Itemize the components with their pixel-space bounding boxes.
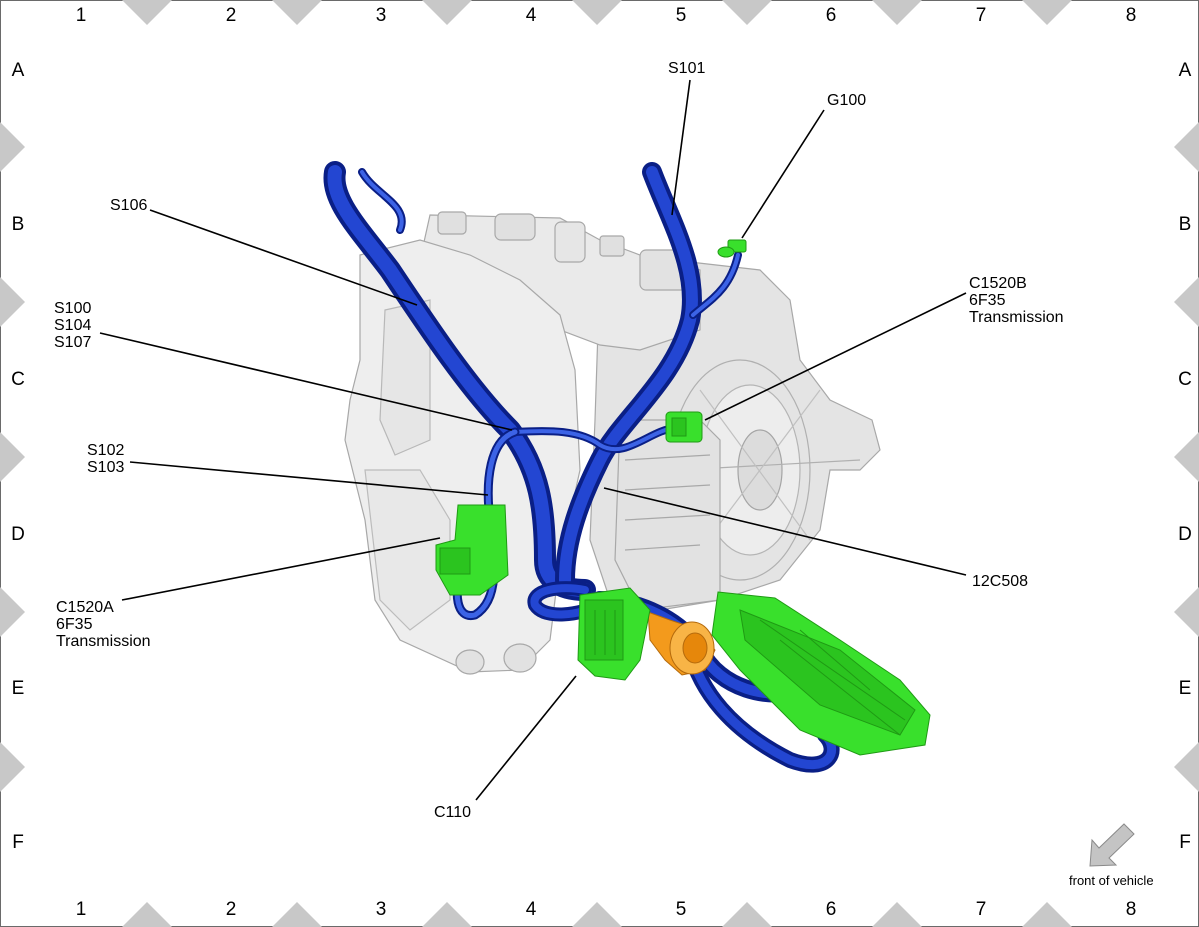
harness-grommet [647,611,716,676]
grid-row-f-right: F [1179,832,1191,853]
callout-s100: S100 [54,300,92,317]
callout-s107: S107 [54,334,92,351]
grid-col-3-bottom: 3 [375,899,387,920]
grid-col-8-bottom: 8 [1125,899,1137,920]
grid-col-7-top: 7 [975,5,987,26]
c110-connector [577,587,651,681]
grid-col-2-bottom: 2 [225,899,237,920]
callout-c1520b-model: 6F35 [969,292,1006,309]
callout-12c508: 12C508 [972,573,1029,590]
grid-col-6-bottom: 6 [825,899,837,920]
grid-col-7-bottom: 7 [975,899,987,920]
c1520a-connector [435,504,509,596]
grid-row-d-left: D [11,524,25,545]
grid-col-3-top: 3 [375,5,387,26]
callout-g100: G100 [827,92,867,109]
callout-c1520a-model: 6F35 [56,616,93,633]
grid-row-e-right: E [1178,678,1192,699]
grid-row-a-left: A [11,60,25,81]
front-of-vehicle-label: front of vehicle [1069,873,1154,888]
callout-c1520a: C1520A 6F35 Transmission [56,599,151,650]
callout-s102-s103: S102 S103 [87,442,124,476]
callout-c110: C110 [434,804,472,821]
grid-col-1-bottom: 1 [75,899,87,920]
grid-col-5-bottom: 5 [675,899,687,920]
callout-s104: S104 [54,317,92,334]
grid-row-c-right: C [1178,369,1192,390]
grid-row-d-right: D [1178,524,1192,545]
grid-markers-top [122,0,1072,25]
callout-s102: S102 [87,442,125,459]
callout-leader-lines [99,79,967,801]
transmission-body [344,211,881,675]
grid-col-1-top: 1 [75,5,87,26]
callout-c1520a-id: C1520A [56,599,114,616]
grid-row-b-left: B [11,214,25,235]
grid-row-f-left: F [12,832,24,853]
callout-c1520b-desc: Transmission [969,309,1064,326]
callout-s106: S106 [110,197,148,214]
grid-row-c-left: C [11,369,25,390]
grid-col-6-top: 6 [825,5,837,26]
grid-col-2-top: 2 [225,5,237,26]
c1520b-connector [665,411,703,443]
grid-col-5-top: 5 [675,5,687,26]
callout-s103: S103 [87,459,125,476]
callout-c1520a-desc: Transmission [56,633,151,650]
g100-ground-terminal [717,239,747,258]
grid-col-4-bottom: 4 [525,899,537,920]
grid-markers-bottom [122,902,1072,927]
front-of-vehicle-arrow [1089,823,1135,867]
grid-row-b-right: B [1178,214,1192,235]
grid-markers-right [1174,122,1199,792]
callout-s100-s104-s107: S100 S104 S107 [54,300,91,351]
grid-markers-left [0,122,25,792]
callout-s101: S101 [668,60,706,77]
grid-col-4-top: 4 [525,5,537,26]
grid-col-8-top: 8 [1125,5,1137,26]
callout-c1520b-id: C1520B [969,275,1027,292]
grid-row-a-right: A [1178,60,1192,81]
c12c508-connector [711,591,931,756]
callout-c1520b: C1520B 6F35 Transmission [969,275,1064,326]
grid-row-e-left: E [11,678,25,699]
